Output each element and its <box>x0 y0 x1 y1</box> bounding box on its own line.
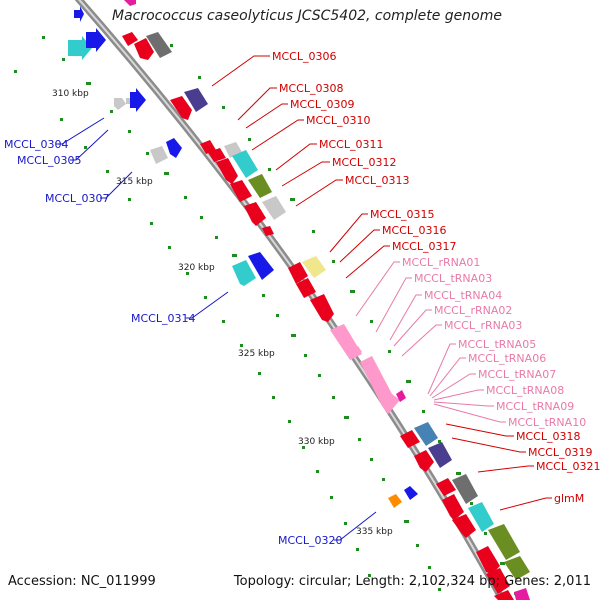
gene-arrow <box>74 6 84 22</box>
gene-arrow <box>396 390 406 402</box>
gene-label: MCCL_tRNA04 <box>424 289 502 302</box>
gene-arrow <box>134 38 154 60</box>
scale-label-330: 330 kbp <box>298 437 335 447</box>
gene-arrow <box>216 158 238 184</box>
gene-arrow <box>130 88 146 112</box>
gene-label: MCCL_0310 <box>306 114 370 127</box>
gene-label: MCCL_0318 <box>516 430 580 443</box>
gene-arrow <box>310 294 334 322</box>
gene-label: MCCL_0306 <box>272 50 336 63</box>
gene-label: MCCL_0320 <box>278 534 342 547</box>
gene-arrow <box>146 32 172 58</box>
gene-label: MCCL_0316 <box>382 224 446 237</box>
gene-arrow <box>86 28 106 52</box>
leader-lines-red <box>211 55 552 511</box>
gene-arrow <box>360 356 400 414</box>
genes-right-strand <box>122 0 530 600</box>
scale-label-325: 325 kbp <box>238 349 275 359</box>
gene-arrow <box>486 568 510 594</box>
labels-blue: MCCL_0304 MCCL_0305 MCCL_0307 MCCL_0314 … <box>4 138 342 547</box>
gene-arrow <box>170 96 192 120</box>
gene-label: MCCL_0311 <box>319 138 383 151</box>
leader-lines-blue <box>56 117 377 541</box>
gene-arrow <box>494 590 514 600</box>
gene-label: MCCL_tRNA03 <box>414 272 492 285</box>
tick-dots <box>14 36 517 595</box>
gene-arrow <box>468 502 494 532</box>
gene-arrow <box>208 148 226 162</box>
gene-label: MCCL_0312 <box>332 156 396 169</box>
gene-arrow <box>452 514 476 538</box>
gene-label: MCCL_0317 <box>392 240 456 253</box>
leader-lines-pink <box>355 261 506 423</box>
genes-left-strand <box>68 6 418 508</box>
gene-arrow <box>514 588 530 600</box>
gene-label: MCCL_tRNA07 <box>478 368 556 381</box>
gene-arrow <box>404 486 418 500</box>
gene-label: MCCL_0314 <box>131 312 195 325</box>
gene-label: MCCL_rRNA02 <box>434 304 512 317</box>
gene-arrow <box>122 32 138 46</box>
gene-arrow <box>346 346 362 358</box>
gene-label: MCCL_0307 <box>45 192 109 205</box>
gene-arrow <box>442 494 464 520</box>
gene-arrow <box>330 324 362 360</box>
gene-label: MCCL_0304 <box>4 138 68 151</box>
gene-label: MCCL_0305 <box>17 154 81 167</box>
gene-arrow <box>114 98 126 110</box>
gene-arrow <box>288 262 308 284</box>
scale-label-315: 315 kbp <box>116 177 153 187</box>
gene-label: MCCL_0319 <box>528 446 592 459</box>
gene-arrow <box>124 0 136 6</box>
scale-label-335: 335 kbp <box>356 527 393 537</box>
gene-label: glmM <box>554 492 584 505</box>
gene-arrow <box>244 202 266 226</box>
gene-arrow <box>232 260 256 286</box>
gene-label: MCCL_rRNA03 <box>444 319 522 332</box>
gene-arrow <box>436 478 456 496</box>
scale-label-310: 310 kbp <box>52 89 89 99</box>
topology-text: Topology: circular; Length: 2,102,324 bp… <box>233 574 591 589</box>
gene-label: MCCL_0309 <box>290 98 354 111</box>
gene-label: MCCL_0308 <box>279 82 343 95</box>
gene-arrow <box>184 88 208 112</box>
gene-label: MCCL_tRNA09 <box>496 400 574 413</box>
accession-text: Accession: NC_011999 <box>8 574 156 589</box>
gene-arrow <box>488 524 520 560</box>
gene-arrow <box>414 422 438 446</box>
gene-arrow <box>248 252 274 280</box>
labels-pink: MCCL_rRNA01 MCCL_tRNA03 MCCL_tRNA04 MCCL… <box>402 256 586 429</box>
gene-label: MCCL_rRNA01 <box>402 256 480 269</box>
gene-arrow <box>428 442 452 468</box>
gene-arrow <box>414 450 434 472</box>
gene-arrow <box>248 174 272 198</box>
gene-arrow <box>232 150 258 178</box>
gene-arrow <box>452 474 478 504</box>
gene-arrow <box>262 196 286 220</box>
labels-red: MCCL_0306 MCCL_0308 MCCL_0309 MCCL_0310 … <box>272 50 600 505</box>
gene-arrow <box>296 278 316 298</box>
gene-label: MCCL_0321 <box>536 460 600 473</box>
gene-arrow <box>126 98 130 104</box>
gene-label: MCCL_tRNA05 <box>458 338 536 351</box>
gene-label: MCCL_tRNA06 <box>468 352 546 365</box>
scale-label-320: 320 kbp <box>178 263 215 273</box>
gene-label: MCCL_tRNA10 <box>508 416 586 429</box>
gene-arrow <box>400 430 420 448</box>
gene-arrow <box>504 556 530 580</box>
map-title: Macrococcus caseolyticus JCSC5402, compl… <box>112 8 502 24</box>
gene-label: MCCL_0315 <box>370 208 434 221</box>
gene-arrow <box>262 226 274 236</box>
gene-arrow <box>230 180 252 202</box>
gene-arrow <box>388 494 402 508</box>
gene-label: MCCL_tRNA08 <box>486 384 564 397</box>
gene-arrow <box>200 140 216 154</box>
gene-arrow <box>166 138 182 158</box>
gene-arrow <box>476 546 500 574</box>
gene-arrow <box>150 146 168 164</box>
gene-label: MCCL_0313 <box>345 174 409 187</box>
gene-arrow <box>302 256 326 278</box>
